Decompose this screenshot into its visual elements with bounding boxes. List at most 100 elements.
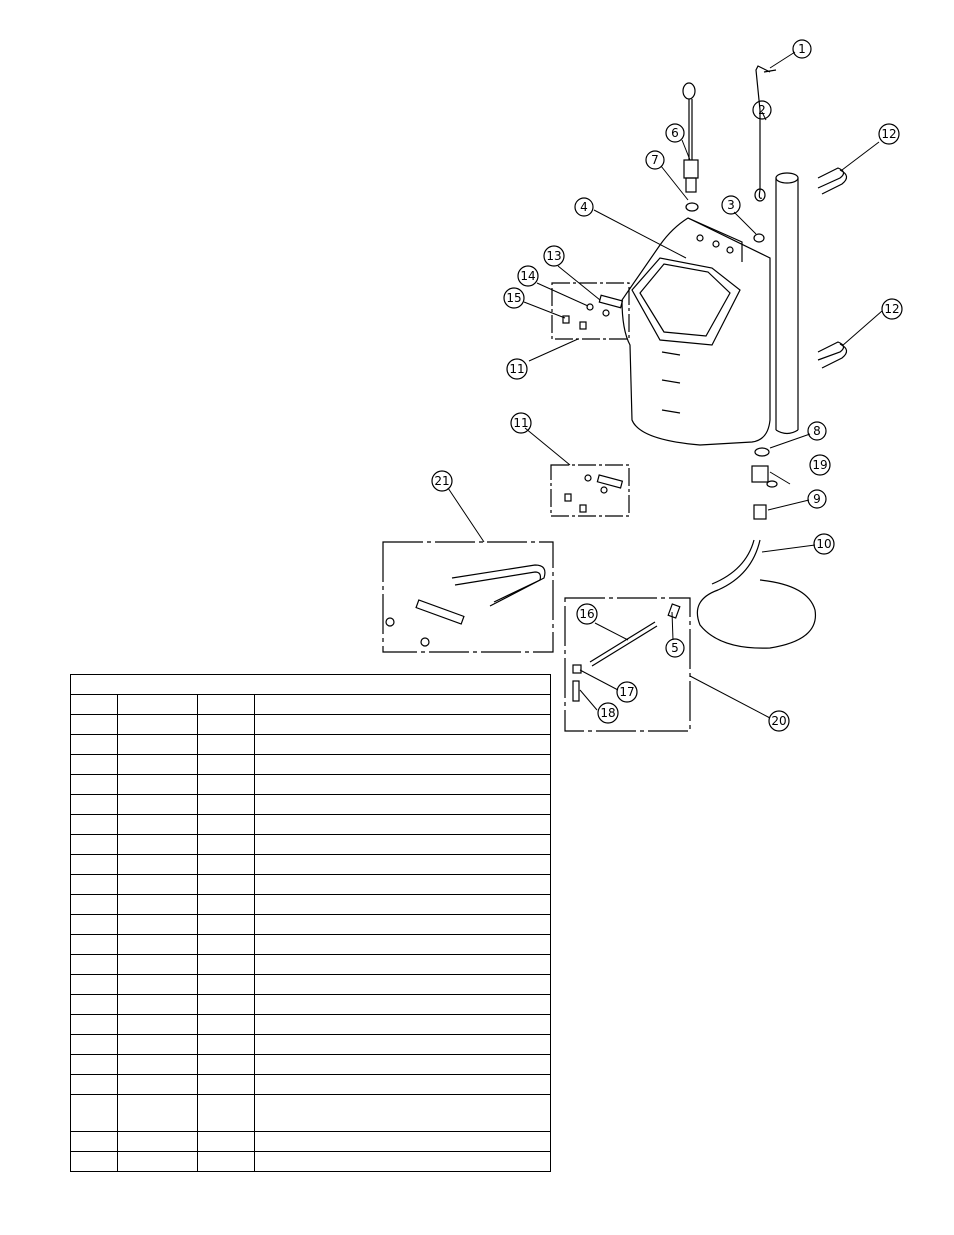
callout-10: 10: [813, 533, 835, 555]
svg-text:20: 20: [771, 714, 786, 728]
table-cell: [197, 714, 255, 735]
svg-text:1: 1: [798, 42, 806, 56]
table-cell: [70, 854, 118, 875]
leader-lines: [447, 51, 883, 719]
table-row: [70, 994, 551, 1015]
table-cell: [254, 974, 551, 995]
callout-2: 2: [752, 100, 772, 120]
table-cell: [70, 834, 118, 855]
bracket-kit-box: [382, 541, 554, 653]
table-cell: [117, 834, 198, 855]
cap-part: [753, 233, 765, 243]
table-row: [70, 814, 551, 835]
table-header-row: [70, 694, 551, 715]
table-row: [70, 934, 551, 955]
table-header-cell: [197, 694, 255, 715]
table-cell: [197, 874, 255, 895]
table-cell: [254, 1014, 551, 1035]
table-cell: [197, 1014, 255, 1035]
svg-text:13: 13: [546, 249, 561, 263]
table-cell: [70, 1014, 118, 1035]
table-cell: [117, 734, 198, 755]
table-cell: [254, 1151, 551, 1172]
svg-text:11: 11: [509, 362, 524, 376]
callout-8: 8: [807, 421, 827, 441]
svg-text:11: 11: [513, 416, 528, 430]
table-cell: [117, 934, 198, 955]
table-cell: [117, 1151, 198, 1172]
table-cell: [254, 1034, 551, 1055]
table-row: [70, 754, 551, 775]
table-row: [70, 894, 551, 915]
u-bolt-part: [817, 167, 848, 369]
callout-12a: 12: [878, 123, 900, 145]
table-cell: [117, 974, 198, 995]
table-row: [70, 1014, 551, 1035]
callout-9: 9: [807, 489, 827, 509]
table-cell: [197, 894, 255, 915]
svg-text:9: 9: [813, 492, 821, 506]
table-cell: [70, 1034, 118, 1055]
table-cell: [117, 894, 198, 915]
svg-text:15: 15: [506, 291, 521, 305]
table-cell: [70, 914, 118, 935]
table-cell: [254, 754, 551, 775]
table-row: [70, 1094, 551, 1132]
table-cell: [70, 1094, 118, 1132]
table-cell: [254, 1094, 551, 1132]
table-cell: [197, 934, 255, 955]
table-cell: [254, 814, 551, 835]
svg-text:8: 8: [813, 424, 821, 438]
fitting-stack: [751, 447, 778, 520]
table-cell: [70, 774, 118, 795]
table-cell: [197, 1054, 255, 1075]
table-cell: [70, 714, 118, 735]
table-cell: [254, 774, 551, 795]
table-cell: [197, 994, 255, 1015]
callout-16: 16: [576, 603, 598, 625]
table-cell: [70, 734, 118, 755]
callout-17: 17: [616, 681, 638, 703]
table-cell: [117, 914, 198, 935]
table-row: [70, 974, 551, 995]
table-cell: [197, 914, 255, 935]
hardware-kit-box-upper: [551, 282, 630, 340]
svg-text:21: 21: [434, 474, 449, 488]
callout-6: 6: [665, 123, 685, 143]
table-cell: [117, 1034, 198, 1055]
callout-15: 15: [503, 287, 525, 309]
vertical-pole: [775, 172, 799, 435]
table-row: [70, 1074, 551, 1095]
eye-bolt-part: [682, 82, 699, 193]
svg-text:5: 5: [671, 641, 679, 655]
table-row: [70, 1151, 551, 1172]
table-cell: [70, 1131, 118, 1152]
svg-text:7: 7: [651, 153, 659, 167]
svg-text:17: 17: [619, 685, 634, 699]
table-cell: [254, 914, 551, 935]
callout-1: 1: [792, 39, 812, 59]
table-row: [70, 914, 551, 935]
table-row: [70, 794, 551, 815]
table-cell: [117, 1074, 198, 1095]
table-cell: [70, 794, 118, 815]
svg-text:16: 16: [579, 607, 594, 621]
svg-text:10: 10: [816, 537, 831, 551]
table-cell: [117, 874, 198, 895]
table-cell: [254, 714, 551, 735]
table-cell: [254, 934, 551, 955]
table-header-cell: [254, 694, 551, 715]
svg-text:3: 3: [727, 198, 735, 212]
table-cell: [70, 1074, 118, 1095]
table-row: [70, 714, 551, 735]
table-cell: [254, 734, 551, 755]
table-cell: [117, 774, 198, 795]
table-cell: [254, 994, 551, 1015]
table-row: [70, 854, 551, 875]
callout-21: 21: [431, 470, 453, 492]
table-cell: [254, 874, 551, 895]
table-cell: [254, 1054, 551, 1075]
table-cell: [70, 994, 118, 1015]
table-title: [70, 674, 551, 695]
